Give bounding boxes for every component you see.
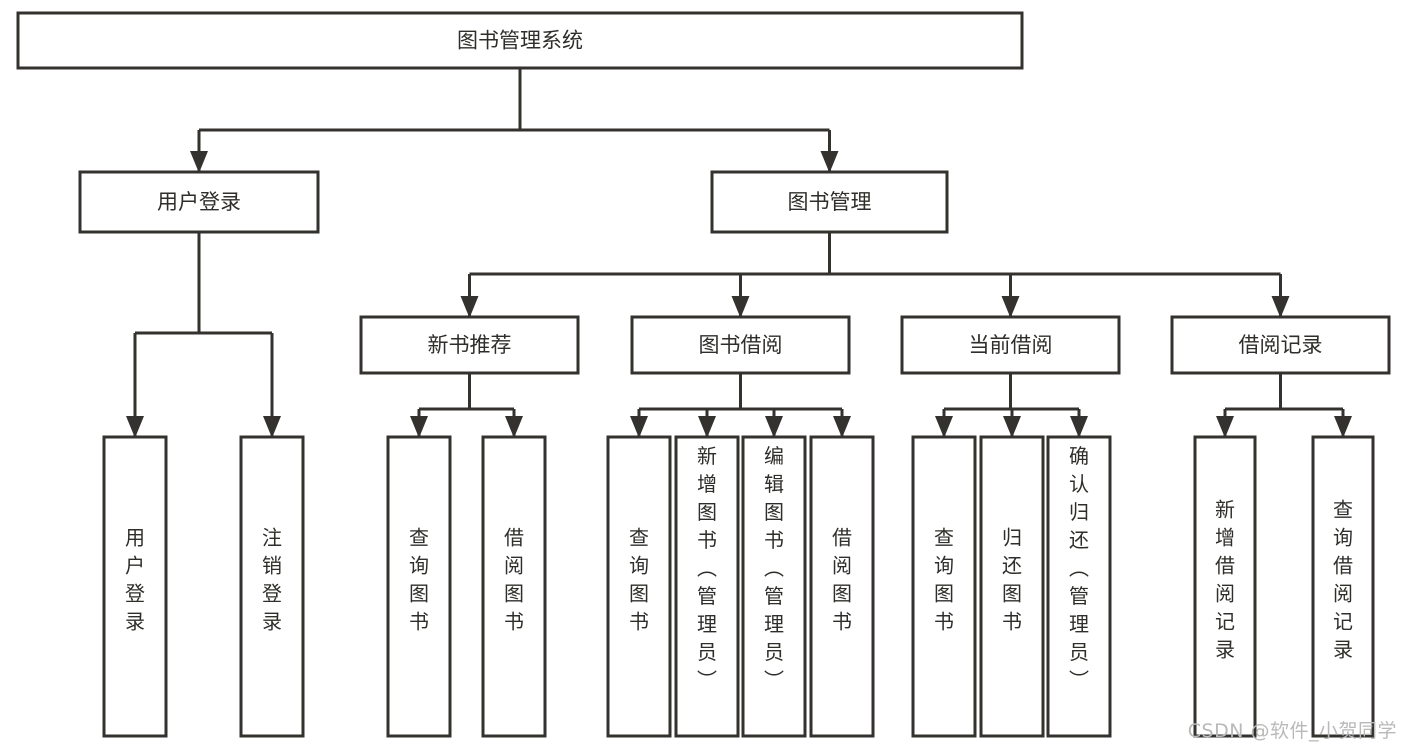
arrow-head-icon-leaf-query-book-recommend — [410, 416, 428, 438]
node-label-leaf-confirm-return-admin: 确认归还︵管理员︶ — [1069, 444, 1089, 692]
node-box-leaf-query-book-current — [911, 435, 977, 738]
arrow-head-icon-user-login — [190, 151, 208, 173]
arrow-head-icon-leaf-query-book-current — [935, 416, 953, 438]
node-new-book-recommend[interactable]: 新书推荐 — [359, 315, 580, 375]
node-leaf-user-login[interactable]: 用户登录 — [102, 435, 168, 738]
node-label-leaf-logout: 注销登录 — [262, 526, 282, 634]
node-box-leaf-query-book — [606, 435, 672, 738]
arrow-head-icon-new-book-recommend — [460, 296, 479, 318]
node-label-book-borrow: 图书借阅 — [699, 333, 783, 357]
node-box-leaf-logout — [239, 435, 305, 738]
arrow-head-icon-current-borrow — [1001, 296, 1020, 318]
node-leaf-confirm-return-admin[interactable]: 确认归还︵管理员︶ — [1046, 435, 1112, 738]
csdn-watermark: CSDN @软件_小贺同学 — [1187, 720, 1397, 742]
node-box-leaf-borrow-book-recommend — [481, 435, 547, 738]
node-leaf-add-book-admin[interactable]: 新增图书︵管理员︶ — [674, 435, 740, 738]
node-label-user-login: 用户登录 — [157, 190, 241, 214]
node-current-borrow[interactable]: 当前借阅 — [900, 315, 1121, 375]
arrow-head-icon-leaf-return-book — [1003, 416, 1021, 438]
node-label-current-borrow: 当前借阅 — [969, 333, 1053, 357]
node-leaf-edit-book-admin[interactable]: 编辑图书︵管理员︶ — [741, 435, 807, 738]
node-label-root: 图书管理系统 — [457, 29, 583, 53]
node-box-leaf-confirm-return-admin — [1046, 435, 1112, 738]
node-leaf-borrow-book[interactable]: 借阅图书 — [809, 435, 875, 738]
node-leaf-query-book-current[interactable]: 查询图书 — [911, 435, 977, 738]
node-box-leaf-user-login — [102, 435, 168, 738]
node-box-leaf-add-borrow-record — [1193, 435, 1257, 738]
node-user-login[interactable]: 用户登录 — [78, 170, 320, 234]
node-root[interactable]: 图书管理系统 — [16, 11, 1024, 70]
arrow-head-icon-leaf-confirm-return-admin — [1070, 416, 1088, 438]
arrow-head-icon-book-management — [820, 151, 839, 173]
node-leaf-return-book[interactable]: 归还图书 — [979, 435, 1045, 738]
node-label-borrow-records: 借阅记录 — [1239, 333, 1323, 357]
node-box-leaf-borrow-book — [809, 435, 875, 738]
arrow-head-icon-leaf-logout — [263, 416, 281, 438]
arrow-head-icon-leaf-query-borrow-record — [1334, 416, 1352, 438]
node-label-leaf-add-book-admin: 新增图书︵管理员︶ — [697, 444, 717, 692]
node-book-management[interactable]: 图书管理 — [710, 170, 949, 234]
node-label-leaf-add-borrow-record: 新增借阅记录 — [1215, 498, 1235, 662]
node-box-leaf-return-book — [979, 435, 1045, 738]
arrow-head-icon-leaf-user-login — [126, 416, 144, 438]
arrow-head-icon-leaf-borrow-book — [833, 416, 851, 438]
node-box-current-borrow — [900, 315, 1121, 375]
arrow-head-icon-borrow-records — [1271, 296, 1290, 318]
node-box-leaf-query-book-recommend — [386, 435, 452, 738]
node-label-leaf-query-book-current: 查询图书 — [934, 526, 954, 634]
arrow-head-icon-leaf-query-book — [630, 416, 648, 438]
node-box-borrow-records — [1170, 315, 1391, 375]
node-book-borrow[interactable]: 图书借阅 — [630, 315, 851, 375]
node-label-leaf-borrow-book: 借阅图书 — [832, 526, 852, 634]
node-leaf-query-book-recommend[interactable]: 查询图书 — [386, 435, 452, 738]
node-box-leaf-add-book-admin — [674, 435, 740, 738]
node-label-new-book-recommend: 新书推荐 — [428, 333, 512, 357]
node-box-user-login — [78, 170, 320, 234]
arrow-head-icon-leaf-borrow-book-recommend — [505, 416, 523, 438]
node-leaf-logout[interactable]: 注销登录 — [239, 435, 305, 738]
arrow-head-icon-leaf-add-borrow-record — [1216, 416, 1234, 438]
node-leaf-borrow-book-recommend[interactable]: 借阅图书 — [481, 435, 547, 738]
node-layer: 图书管理系统用户登录图书管理新书推荐图书借阅当前借阅借阅记录用户登录注销登录查询… — [16, 11, 1391, 738]
arrow-head-icon-leaf-add-book-admin — [698, 416, 716, 438]
node-label-leaf-edit-book-admin: 编辑图书︵管理员︶ — [764, 444, 784, 692]
node-leaf-query-book[interactable]: 查询图书 — [606, 435, 672, 738]
node-box-leaf-query-borrow-record — [1311, 435, 1375, 738]
node-leaf-query-borrow-record[interactable]: 查询借阅记录 — [1311, 435, 1375, 738]
node-leaf-add-borrow-record[interactable]: 新增借阅记录 — [1193, 435, 1257, 738]
node-label-leaf-borrow-book-recommend: 借阅图书 — [504, 526, 524, 634]
connector-layer — [126, 68, 1352, 438]
arrow-head-icon-leaf-edit-book-admin — [765, 416, 783, 438]
node-label-book-management: 图书管理 — [788, 190, 872, 214]
node-box-book-management — [710, 170, 949, 234]
arrow-head-icon-book-borrow — [731, 296, 750, 318]
node-label-leaf-return-book: 归还图书 — [1002, 526, 1022, 634]
node-box-book-borrow — [630, 315, 851, 375]
node-label-leaf-query-book: 查询图书 — [629, 526, 649, 634]
node-box-new-book-recommend — [359, 315, 580, 375]
node-label-leaf-query-borrow-record: 查询借阅记录 — [1333, 498, 1353, 662]
node-box-root — [16, 11, 1024, 70]
node-label-leaf-query-book-recommend: 查询图书 — [409, 526, 429, 634]
node-box-leaf-edit-book-admin — [741, 435, 807, 738]
node-label-leaf-user-login: 用户登录 — [125, 526, 145, 634]
node-borrow-records[interactable]: 借阅记录 — [1170, 315, 1391, 375]
